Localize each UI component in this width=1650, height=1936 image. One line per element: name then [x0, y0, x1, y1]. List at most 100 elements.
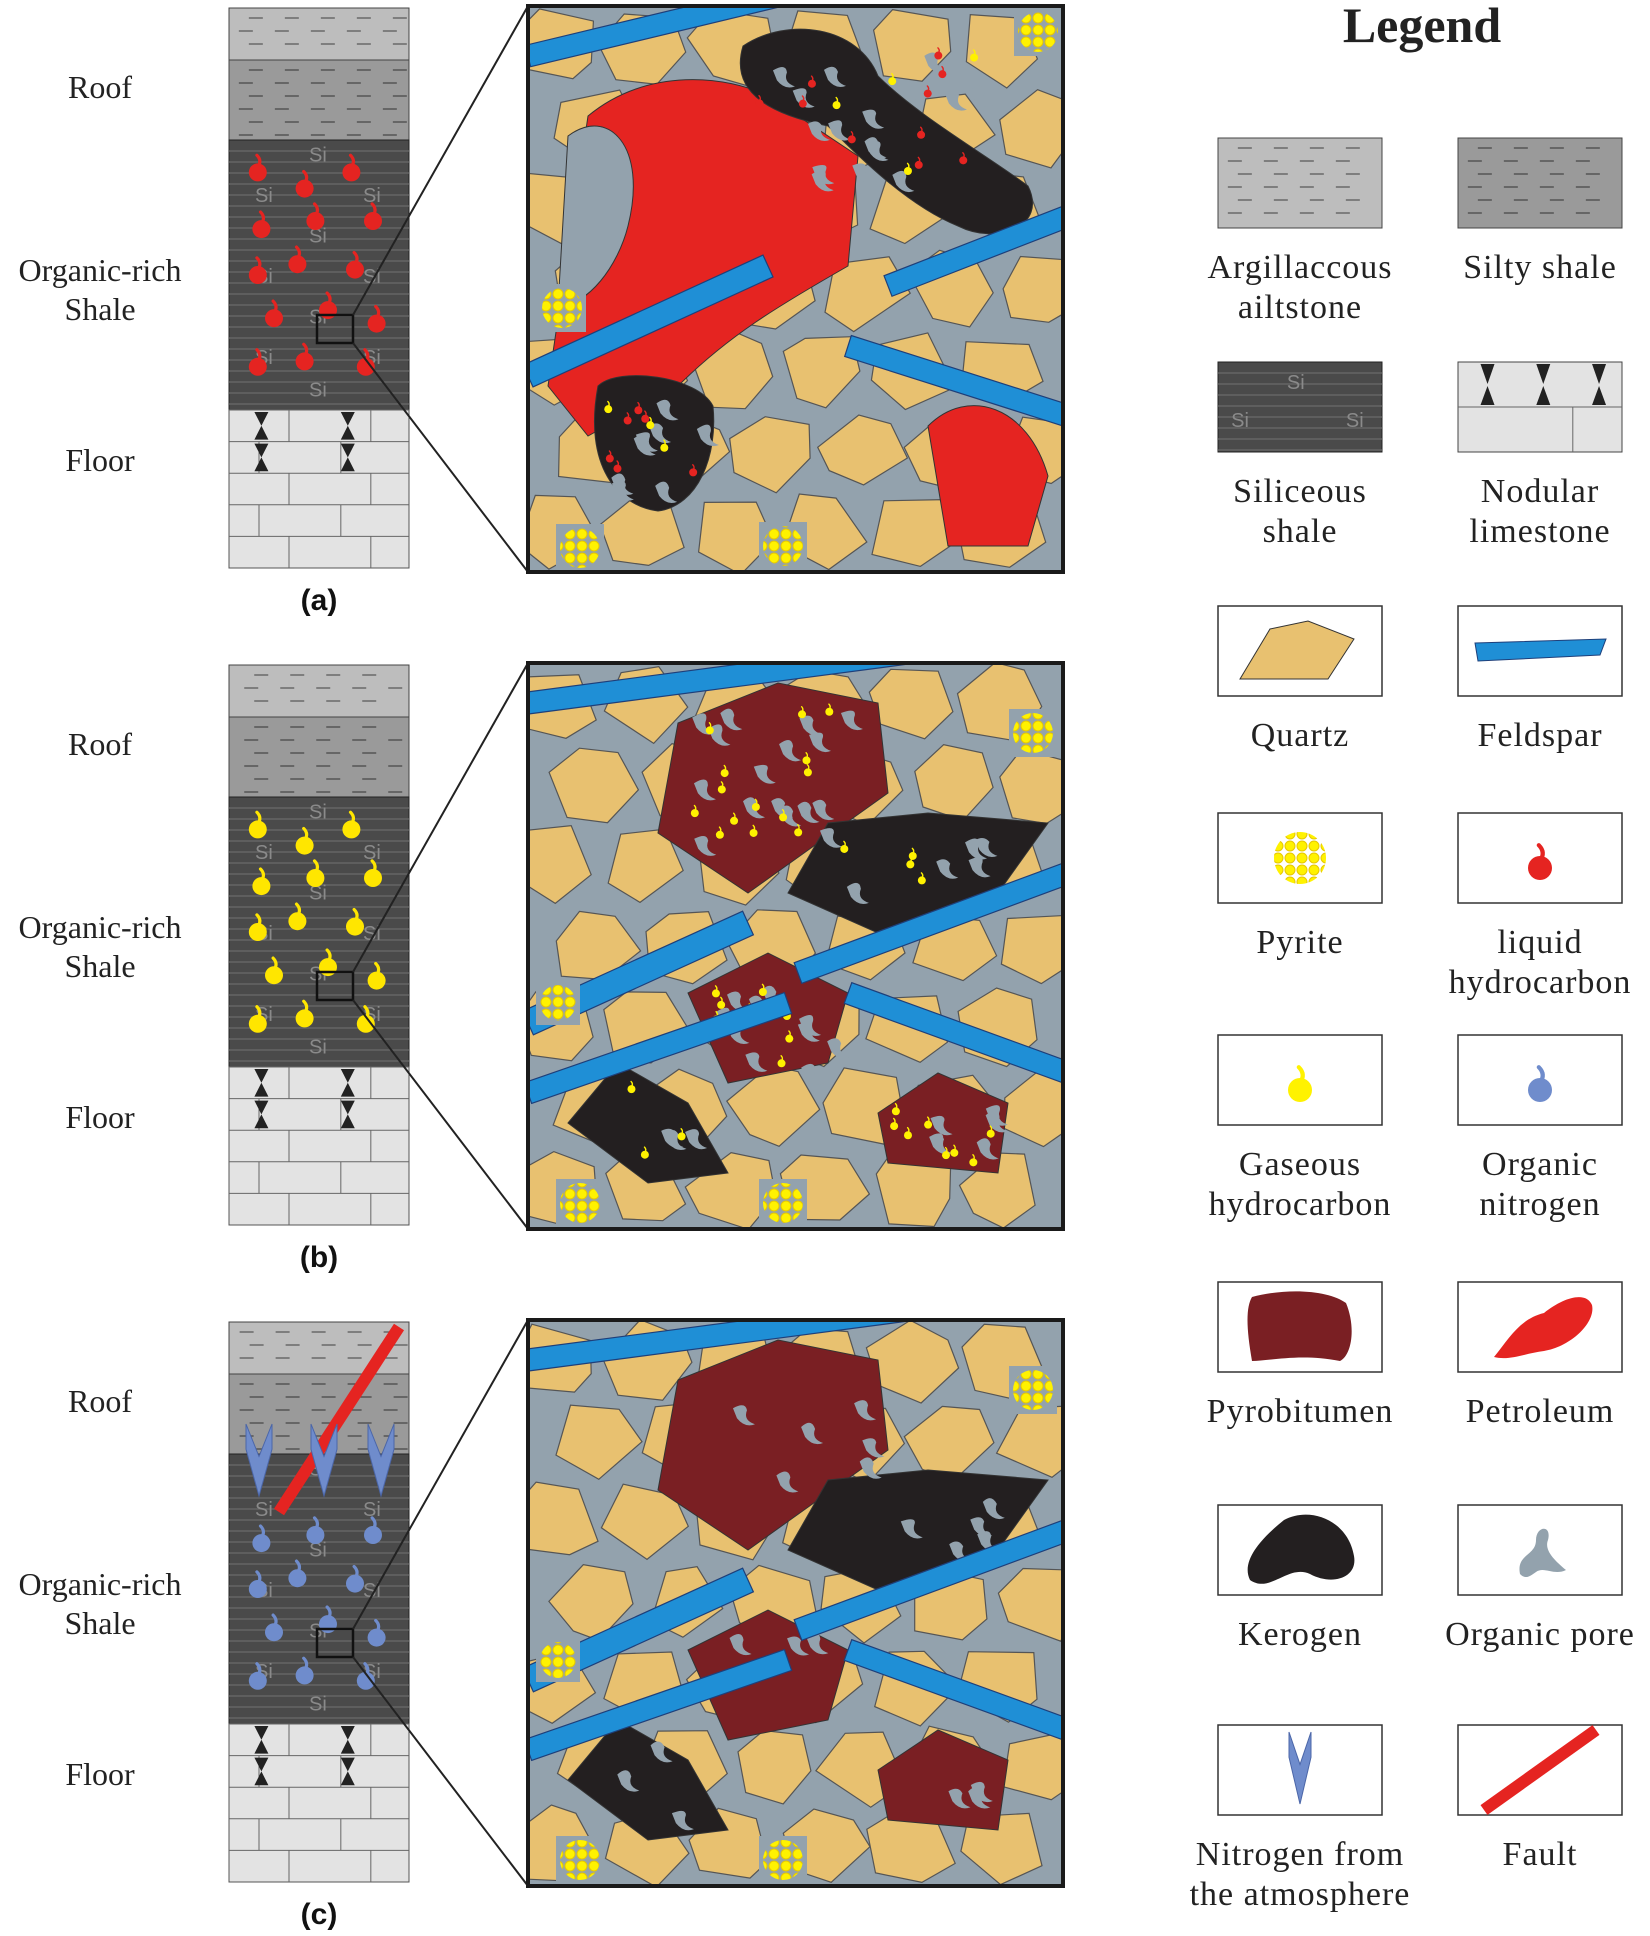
petroleum-icon [1457, 1281, 1623, 1373]
feldspar-grain [528, 1567, 755, 1693]
hydrocarbon-droplet [730, 812, 739, 825]
hydrocarbon-droplet [903, 162, 912, 176]
silty-shale-layer [228, 59, 410, 141]
quartz-grain [528, 825, 592, 905]
si-label: Si [309, 380, 327, 402]
legend-label: Fault [1503, 1836, 1578, 1873]
organic-pore [970, 1781, 993, 1803]
organic-pore [840, 710, 863, 731]
legend-label: shale [1263, 513, 1338, 550]
organic-pore [936, 859, 959, 879]
quartz-grain [729, 416, 811, 494]
si-label: Si [1231, 410, 1249, 432]
arrow-shape [1288, 1731, 1312, 1805]
organic-pore [970, 85, 993, 107]
floor-label: Floor [65, 1756, 135, 1792]
organic-pore [664, 1130, 687, 1151]
hydrocarbon-droplet [950, 1144, 959, 1157]
organic-pore [944, 89, 967, 111]
si-label: Si [309, 1540, 327, 1562]
droplet-shape [1288, 1065, 1312, 1102]
pyrite-framboid [759, 522, 807, 570]
hydrocarbon-droplet [641, 410, 650, 423]
panel-tag: (a) [301, 584, 338, 617]
view-frame [526, 661, 1065, 1231]
organic-pore [977, 1531, 1000, 1552]
pyrite-framboid [759, 1179, 807, 1227]
hydrocarbon-droplet [847, 131, 856, 144]
shale-label-line2: Shale [64, 948, 135, 984]
si-label: Si [255, 842, 273, 864]
organic-pore [685, 1129, 708, 1150]
legend-label: Petroleum [1466, 1393, 1615, 1430]
hydrocarbon-droplet [288, 902, 307, 931]
hydrocarbon-droplet [755, 95, 764, 108]
quartz-grain [555, 1404, 643, 1481]
si-label: Si [363, 266, 381, 288]
hydrocarbon-droplet [613, 460, 622, 473]
hydrocarbon-droplet [605, 450, 614, 463]
pyrobitumen [877, 1729, 1009, 1831]
si-label: Si [255, 185, 273, 207]
quartz-grain [999, 748, 1063, 825]
legend-label: Siliceous [1233, 473, 1367, 510]
si-label: Si [309, 1037, 327, 1059]
hydrocarbon-droplet [938, 65, 947, 79]
quartz-grain [1003, 1070, 1063, 1148]
legend-item-petroleum: Petroleum [1457, 1281, 1623, 1430]
hydrocarbon-droplet [917, 872, 926, 885]
organic-pore [929, 1133, 952, 1155]
down-arrow-icon [1217, 1724, 1383, 1816]
quartz-grain [999, 89, 1063, 169]
si-label: Si [363, 185, 381, 207]
hydrocarbon-droplet [717, 996, 726, 1009]
hydrocarbon-droplet [364, 202, 382, 230]
silty-shale-layer [228, 716, 410, 798]
organic-pore [819, 828, 842, 848]
quartz-shape [1239, 620, 1355, 680]
hydrocarbon-droplet [751, 798, 760, 811]
fault-line [273, 1323, 405, 1516]
floor-label: Floor [65, 1099, 135, 1135]
hydrocarbon-droplet [248, 810, 267, 839]
roof-label: Roof [68, 726, 132, 762]
legend-label: liquid [1497, 924, 1582, 961]
pyrite-framboid [1014, 8, 1062, 56]
hydrocarbon-droplet [288, 245, 307, 274]
hydrocarbon-droplet [346, 250, 364, 279]
organic-pore [866, 141, 889, 161]
hydrocarbon-droplet [295, 999, 314, 1028]
hydrocarbon-droplet [342, 810, 361, 839]
hydrocarbon-droplet [779, 809, 788, 822]
organic-pore [693, 779, 716, 801]
shale-label-line2: Shale [64, 291, 135, 327]
hydrocarbon-droplet [798, 95, 807, 108]
organic-pore [732, 1405, 755, 1426]
si-label: Si [363, 1580, 381, 1602]
hydrocarbon-droplet [367, 961, 386, 990]
organic-pore [753, 764, 776, 784]
organic-pore [633, 434, 656, 456]
organic-pore [745, 1052, 768, 1072]
zoom-line [352, 999, 529, 1230]
organic-pore [948, 1788, 971, 1809]
nodule [1592, 364, 1607, 405]
zoom-line [352, 342, 529, 573]
hydrocarbon-droplet [720, 764, 729, 778]
legend-label: limestone [1469, 513, 1610, 550]
legend-item-feldspar: Feldspar [1457, 605, 1623, 754]
hydrocarbon-droplet [306, 202, 325, 230]
nodule [254, 1757, 269, 1786]
zoom-line [352, 662, 529, 973]
organic-pore [650, 1741, 673, 1763]
legend-label: Organic pore [1445, 1616, 1635, 1653]
nodule [1480, 364, 1495, 405]
organic-pore [799, 1014, 822, 1036]
